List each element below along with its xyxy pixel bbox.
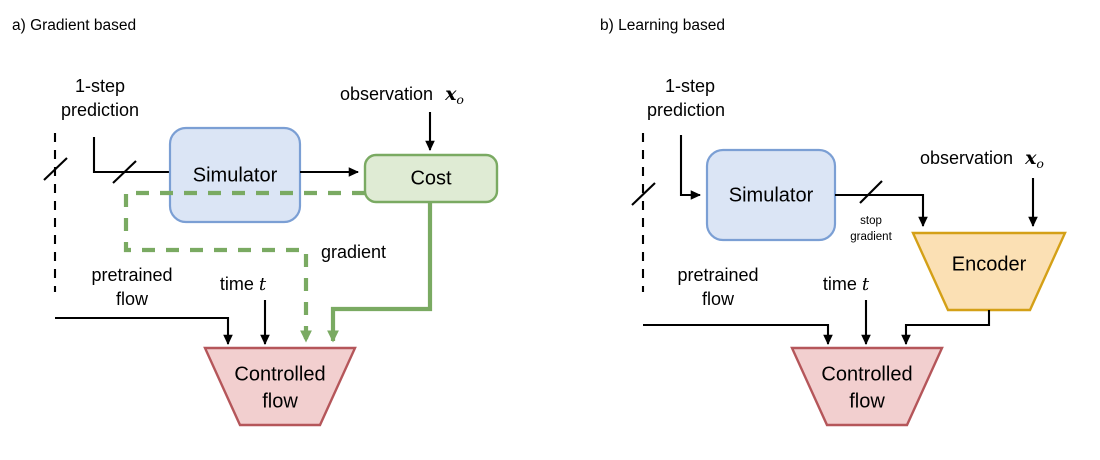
panel-a-controlled-flow-label-line2: flow [262, 390, 298, 412]
panel-b-pretrained-flow-wire [643, 323, 833, 345]
svg-text:observation xo: observation xo [340, 83, 464, 107]
panel-b-one-step-prediction-label: 1-step prediction [647, 76, 725, 120]
panel-a-cost-label: Cost [410, 167, 452, 189]
panel-b-controlled-flow-label-line1: Controlled [821, 363, 912, 385]
panel-a-simulator-node [168, 126, 302, 224]
panel-b-stop-gradient-slash-icon [859, 180, 883, 204]
panel-b-noise-slash-icon [631, 182, 656, 206]
panel-a-prediction-wire [92, 137, 170, 174]
panel-a: a) Gradient based 1-step prediction Simu… [12, 17, 499, 427]
svg-text:gradient: gradient [850, 231, 892, 243]
panel-b: b) Learning based 1-step prediction Simu… [600, 17, 1067, 427]
panel-b-encoder-to-flow-wire [901, 310, 991, 345]
panel-b-controlled-flow-node [790, 346, 944, 427]
svg-text:prediction: prediction [647, 100, 725, 120]
panel-a-controlled-flow-label-line1: Controlled [234, 363, 325, 385]
svg-text:stop: stop [860, 215, 882, 227]
panel-b-encoder-label: Encoder [952, 253, 1027, 275]
panel-b-simulator-label: Simulator [729, 184, 814, 206]
panel-b-observation-label: observation xo [920, 147, 1044, 171]
panel-b-simulator-to-encoder-wire [835, 193, 928, 227]
panel-b-pretrained-flow-label: pretrained flow [677, 265, 758, 309]
panel-b-encoder-node [911, 231, 1067, 312]
panel-a-pretrained-flow-label: pretrained flow [91, 265, 172, 309]
panel-a-controlled-flow-node [203, 346, 357, 427]
panel-a-pretrained-flow-wire [55, 316, 233, 345]
panel-a-observation-label: observation xo [340, 83, 464, 107]
svg-text:flow: flow [702, 289, 735, 309]
panel-b-controlled-flow-label-line2: flow [849, 390, 885, 412]
panel-a-noise-slash-icon [43, 157, 68, 181]
panel-a-simulator-label: Simulator [193, 164, 278, 186]
panel-a-one-step-prediction-label: 1-step prediction [61, 76, 139, 120]
panel-a-prediction-slash-icon [112, 160, 137, 184]
panel-a-gradient-dashed-path [123, 190, 365, 343]
svg-text:1-step: 1-step [665, 76, 715, 96]
panel-b-prediction-wire [679, 135, 701, 200]
svg-text:flow: flow [116, 289, 149, 309]
panel-a-gradient-label: gradient [321, 242, 386, 262]
svg-text:1-step: 1-step [75, 76, 125, 96]
svg-text:pretrained: pretrained [677, 265, 758, 285]
panel-b-title: b) Learning based [600, 17, 725, 34]
svg-text:observation xo: observation xo [920, 147, 1044, 171]
panel-b-stop-gradient-label: stop gradient [850, 215, 892, 243]
svg-text:prediction: prediction [61, 100, 139, 120]
panel-a-gradient-solid-path [327, 202, 433, 343]
svg-text:pretrained: pretrained [91, 265, 172, 285]
panel-a-title: a) Gradient based [12, 17, 136, 34]
